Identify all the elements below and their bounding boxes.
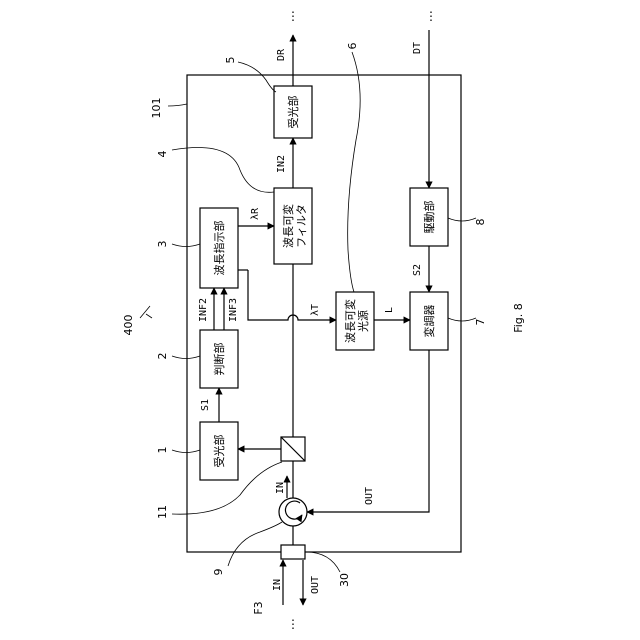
light-receiver-1-label: 受光部 [212, 435, 226, 468]
tunable-source-label-2: 光源 [356, 310, 370, 332]
splitter-ref: 11 [156, 505, 169, 519]
enclosure-ref-label: 101 [150, 98, 163, 119]
lambda-t-label: λT [310, 304, 321, 316]
circulator-circle [279, 498, 307, 526]
lambda-r-label: λR [250, 207, 261, 220]
modulator-leader [448, 318, 476, 321]
external-in-label: IN [272, 579, 283, 591]
top-right-ellipsis: ⋮ [425, 9, 437, 23]
external-out-label: OUT [310, 576, 321, 594]
light-receiver-5-label: 受光部 [286, 96, 300, 129]
circulator-rotation-arrow [285, 501, 302, 519]
light-receiver-1-leader [172, 450, 200, 453]
device-ref-pointer [140, 306, 152, 318]
s2-label: S2 [412, 264, 423, 276]
dt-label: DT [412, 42, 423, 54]
inf2-label: INF2 [198, 298, 209, 322]
modulator-ref: 7 [474, 319, 487, 326]
tunable-filter-label-1: 波長可変 [281, 204, 295, 248]
path-lambda-t [248, 270, 336, 320]
internal-out-label: OUT [364, 487, 375, 505]
judgment-ref: 2 [156, 353, 169, 360]
figure-caption: Fig. 8 [512, 303, 525, 333]
circulator-ref: 9 [212, 569, 225, 576]
connector-leader [306, 552, 340, 572]
wavelength-indicator-leader [172, 244, 200, 247]
circulator-leader [228, 522, 282, 566]
tunable-source-ref: 6 [346, 43, 359, 50]
tunable-source-leader [348, 52, 361, 292]
dr-label: DR [276, 48, 287, 61]
light-receiver-5-leader [238, 62, 276, 92]
driver-leader [448, 218, 476, 221]
tunable-filter-label-2: フィルタ [295, 204, 308, 248]
device-ref-label: 400 [122, 315, 135, 336]
light-receiver-5-ref: 5 [224, 57, 237, 64]
connector-box [281, 545, 305, 559]
judgment-leader [172, 356, 200, 359]
connector-ref: 30 [338, 573, 351, 587]
enclosure-ref-leader [168, 104, 187, 106]
s1-label: S1 [200, 399, 211, 411]
judgment-label: 判断部 [212, 343, 226, 376]
tunable-source-label-1: 波長可変 [343, 299, 357, 343]
top-left-ellipsis: ⋮ [287, 9, 299, 23]
bottom-ellipsis: ⋮ [287, 617, 299, 631]
inf3-label: INF3 [228, 298, 239, 322]
wavelength-indicator-label: 波長指示部 [212, 221, 226, 276]
light-receiver-1-ref: 1 [156, 447, 169, 454]
in2-label: IN2 [276, 155, 287, 173]
fiber-ref: F3 [252, 601, 265, 614]
driver-label: 駆動部 [422, 201, 436, 234]
wavelength-indicator-ref: 3 [156, 241, 169, 248]
modulator-label: 変調器 [422, 305, 436, 338]
driver-ref: 8 [474, 219, 487, 226]
tunable-filter-ref: 4 [156, 151, 169, 158]
internal-in-label: IN [275, 482, 286, 494]
l-label: L [384, 307, 395, 313]
